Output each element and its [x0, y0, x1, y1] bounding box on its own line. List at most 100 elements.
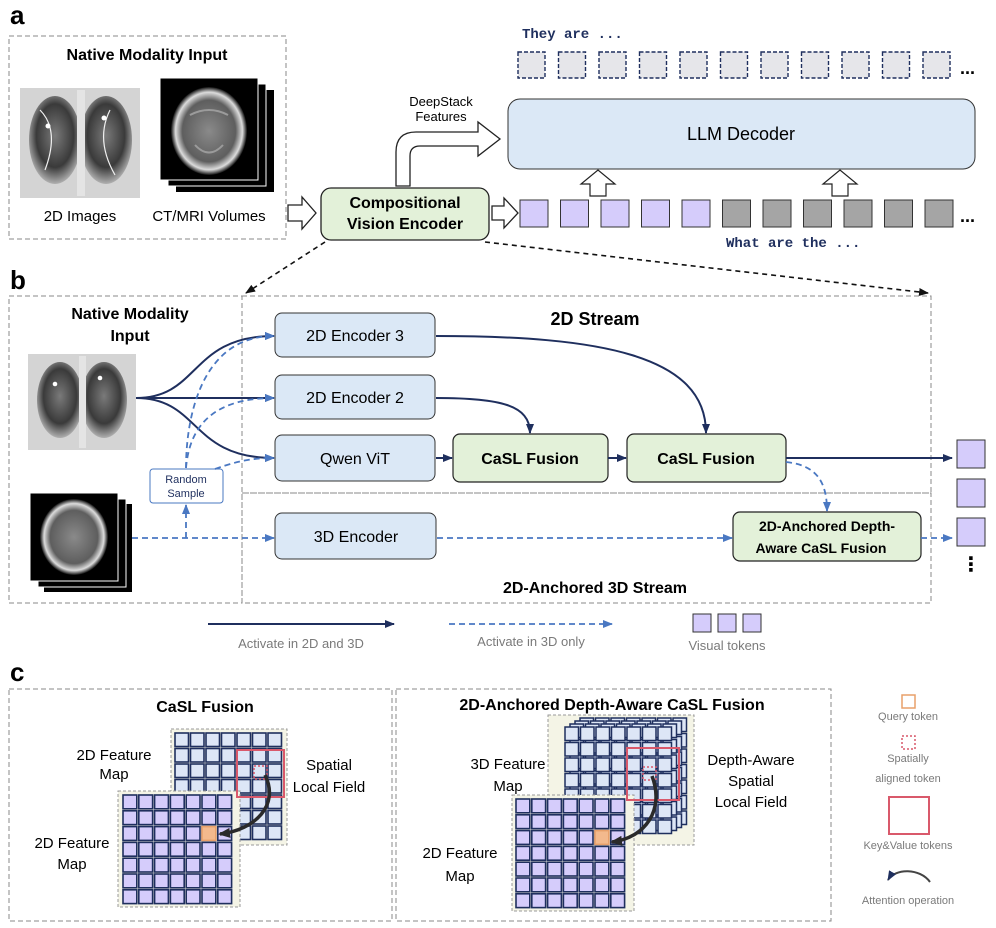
svg-text:2D Encoder 3: 2D Encoder 3 [306, 328, 404, 345]
svg-text:2D Encoder 2: 2D Encoder 2 [306, 390, 404, 407]
zoom-arrow-right [484, 241, 929, 296]
feature-cell [267, 732, 283, 748]
feature-cell [562, 892, 579, 909]
output-ellipsis: ... [960, 58, 975, 78]
feature-cell [185, 857, 201, 873]
spatial-local-field-line2: Local Field [293, 779, 366, 796]
feature-cell [609, 861, 626, 877]
feature-cell [189, 763, 205, 779]
depth-local-field-line1: Depth-Aware [707, 752, 794, 769]
feature-cell [595, 726, 611, 742]
feature-cell [515, 813, 531, 830]
feature-cell [578, 845, 594, 862]
right-bottom-feature-grid [515, 798, 626, 909]
left-fm-bot-line1: 2D Feature [34, 835, 109, 852]
feature-cell [530, 845, 547, 862]
text-token [843, 199, 873, 228]
casl-fusion-1: CaSL Fusion [452, 433, 609, 483]
svg-text:CaSL Fusion: CaSL Fusion [657, 451, 755, 468]
feature-cell [189, 747, 205, 763]
stream-2d-box [241, 295, 932, 494]
feature-cell [546, 845, 563, 862]
right-fm-bot-line2: Map [445, 868, 474, 885]
feature-cell [189, 732, 205, 748]
input-token-row [519, 199, 954, 228]
label-2d-images: 2D Images [44, 208, 117, 225]
feature-cell [174, 763, 190, 779]
feature-cell [641, 757, 657, 773]
feature-cell [530, 798, 547, 814]
feature-cell [626, 772, 642, 788]
feature-cell [174, 732, 190, 748]
zoom-arrow-left [245, 241, 326, 294]
feature-cell [201, 888, 217, 905]
feature-cell [153, 825, 170, 842]
feature-cell [515, 798, 531, 814]
feature-cell [657, 819, 673, 835]
feature-cell [236, 732, 252, 748]
svg-text:Sample: Sample [167, 488, 204, 500]
key-kv-swatch [888, 796, 930, 835]
key-spatial-label-line1: Spatially [887, 753, 929, 765]
feature-cell [185, 809, 201, 826]
svg-text:LLM Decoder: LLM Decoder [687, 124, 795, 144]
feature-cell [169, 888, 185, 905]
visual-token [600, 199, 630, 228]
right-fm-top-line2: Map [493, 778, 522, 795]
feature-cell [122, 857, 138, 873]
left-spatial-token [253, 765, 268, 780]
right-fm-bot-line1: 2D Feature [422, 845, 497, 862]
feature-cell [657, 803, 673, 819]
feature-cell [515, 829, 531, 846]
feature-cell [169, 857, 185, 873]
feature-cell [267, 825, 283, 841]
feature-cell [530, 877, 547, 893]
output-token [679, 51, 708, 79]
svg-text:Compositional: Compositional [349, 195, 460, 212]
feature-cell [138, 825, 154, 842]
feature-cell [236, 763, 252, 779]
feature-cell [153, 888, 170, 905]
feature-cell [220, 747, 236, 763]
feature-cell [562, 813, 579, 830]
feature-cell [530, 813, 547, 830]
feature-cell [185, 794, 201, 810]
feature-cell [122, 809, 138, 826]
feature-cell [153, 841, 170, 858]
output-token [719, 51, 749, 79]
panel-b-input-title-line2: Input [110, 328, 150, 345]
feature-cell [217, 888, 233, 905]
output-token [760, 51, 789, 79]
left-bottom-feature-grid [122, 794, 233, 905]
deepstack-label-line2: Features [415, 109, 467, 124]
feature-cell [546, 813, 563, 830]
left-kv-window [236, 749, 285, 798]
panel-b-vertical-ellipsis: ⋮ [961, 554, 981, 576]
ct-volume-stack-image-a [159, 77, 274, 192]
svg-text:Qwen ViT: Qwen ViT [320, 451, 390, 468]
query-token-cell [594, 829, 610, 846]
feature-cell [594, 845, 610, 862]
svg-text:Random: Random [165, 474, 207, 486]
feature-cell [595, 772, 611, 788]
feature-cell [515, 845, 531, 862]
key-query-swatch [901, 694, 916, 709]
feature-cell [610, 741, 626, 757]
feature-cell [641, 741, 657, 757]
feature-cell [578, 829, 594, 846]
panel-a-input-title: Native Modality Input [67, 47, 229, 64]
feature-cell [579, 772, 595, 788]
feature-cell [609, 845, 626, 862]
feature-cell [169, 873, 185, 889]
input-ellipsis: ... [960, 206, 975, 226]
dashed-flow-arrows [132, 332, 953, 542]
panel-a-input-box: Native Modality Input 2D Images CT/MRI V… [8, 35, 287, 240]
feature-cell [579, 741, 595, 757]
deepstack-arrow [395, 120, 502, 187]
feature-cell [153, 873, 170, 889]
feature-cell [201, 809, 217, 826]
encoder-2d-2: 2D Encoder 2 [274, 374, 436, 420]
feature-cell [267, 747, 283, 763]
depth-aware-casl-fusion: 2D-Anchored Depth- Aware CaSL Fusion [732, 511, 922, 562]
